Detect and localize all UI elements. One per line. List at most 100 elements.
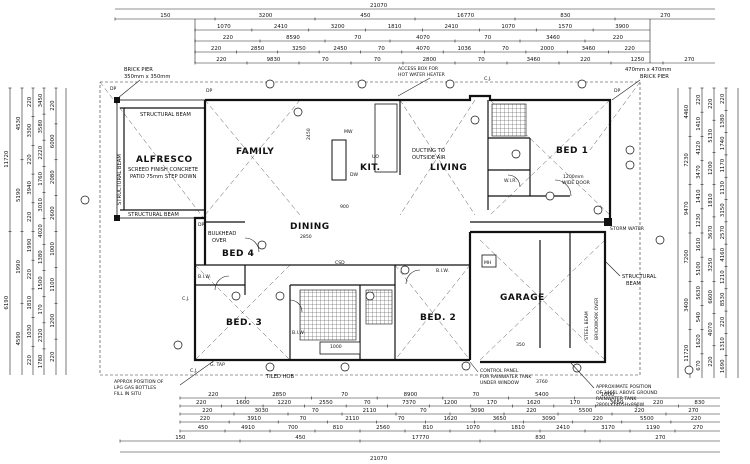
dimension-label: 450 — [360, 13, 371, 19]
tank-note-2: OF 3465L ABOVE GROUND — [596, 390, 658, 396]
dp-label-4: DP — [198, 222, 205, 228]
dimension-label: 220 — [200, 416, 211, 422]
living-note-2: OUTSIDE AIR — [412, 155, 446, 161]
dimension-label: 1170 — [720, 158, 726, 172]
tank-note-1: APPROXIMATE POSITION — [596, 384, 652, 390]
dimension-label: 220 — [720, 316, 726, 327]
dimension-label: 70 — [420, 408, 427, 414]
dimension-label: 9470 — [684, 201, 690, 215]
marker-15 — [400, 265, 410, 275]
dimension-label: 1380 — [38, 250, 44, 264]
dimension-label: 1210 — [720, 270, 726, 284]
dp-label-3: DP — [614, 88, 621, 94]
marker-17 — [365, 291, 375, 301]
brick-pier-left-label: BRICK PIER — [124, 67, 153, 73]
dimension-label: 2320 — [38, 328, 44, 342]
living-note-1: DUCTING TO — [412, 148, 445, 154]
alfresco-note-2: PATIO 75mm STEP DOWN — [130, 174, 196, 180]
dimension-label: 220 — [27, 96, 33, 107]
dimension-label: 3200 — [259, 13, 273, 19]
dimension-label: 3650 — [610, 400, 624, 406]
dimension-label: 830 — [560, 13, 571, 19]
cj-label-top: C.J. — [484, 76, 491, 82]
marker-18 — [275, 291, 285, 301]
room-living: LIVING — [430, 163, 467, 173]
dimension-label: 2410 — [445, 24, 459, 30]
ensuite-tiles — [491, 103, 527, 137]
dimension-label: 1070 — [466, 425, 480, 431]
dimension-label: 70 — [322, 57, 329, 63]
dimension-label: 1310 — [720, 337, 726, 351]
dimension-label: 220 — [653, 400, 664, 406]
marker-8 — [625, 145, 635, 155]
room-dining: DINING — [290, 222, 330, 232]
dimension-label: 1100 — [50, 277, 56, 291]
csd-label: CSD — [335, 260, 345, 266]
dimension-label: 4070 — [708, 322, 714, 336]
dimension-label: 3250 — [292, 46, 306, 52]
wide-door-2: WIDE DOOR — [562, 180, 591, 186]
marker-21 — [340, 362, 350, 372]
dimension-label: 1780 — [38, 354, 44, 368]
lpg-note-1: APPROX POSITION OF — [114, 379, 164, 385]
dimension-label: 150 — [160, 13, 171, 19]
wir-label: W.I.R. — [504, 178, 517, 184]
dimension-label: 2570 — [720, 225, 726, 239]
dimension-label: 3940 — [27, 181, 33, 195]
dimension-label: 1760 — [38, 171, 44, 185]
dimension-label: 220 — [634, 408, 645, 414]
dimension-label: 1000 — [601, 392, 615, 398]
dimension-label: 3910 — [247, 416, 261, 422]
dimension-label: 1990 — [27, 238, 33, 252]
dimension-label: 830 — [694, 400, 705, 406]
dimension-label: 540 — [696, 312, 702, 323]
dp-label-2: DP — [206, 88, 213, 94]
marker-4 — [577, 79, 587, 89]
dimension-label: 810 — [333, 425, 344, 431]
control-note-2: FOR RAINWATER TANK — [480, 374, 532, 380]
room-alfresco: ALFRESCO — [136, 155, 193, 165]
dimension-label: 170 — [570, 400, 581, 406]
dimension-label: 2800 — [423, 57, 437, 63]
dimension-label: 5500 — [579, 408, 593, 414]
dimension-label: 17770 — [412, 435, 430, 441]
dimension-label: 4070 — [416, 46, 430, 52]
dimension-label: 3250 — [708, 257, 714, 271]
dimension-label: 220 — [202, 408, 213, 414]
dimension-label: 1230 — [696, 213, 702, 227]
dimension-label: 70 — [378, 46, 385, 52]
dimension-label: 270 — [688, 408, 699, 414]
marker-3 — [445, 79, 455, 89]
dimension-label: 1070 — [501, 24, 515, 30]
dimension-label: 8530 — [720, 292, 726, 306]
dimension-label: 2110 — [363, 408, 377, 414]
dimension-label: 1036 — [458, 46, 472, 52]
dimension-label: 70 — [341, 392, 348, 398]
dimension-label: 220 — [27, 355, 33, 366]
dimension-label: 1810 — [388, 24, 402, 30]
marker-2 — [357, 79, 367, 89]
control-note-1: CONTROL PANEL — [480, 368, 519, 374]
dimension-label: 1620 — [444, 416, 458, 422]
dimension-label: 4020 — [38, 224, 44, 238]
bench-900-label: 900 — [340, 204, 349, 210]
dimension-label: 220 — [223, 35, 234, 41]
dimension-label: 1200 — [50, 313, 56, 327]
kitchen-bench — [374, 103, 398, 173]
dimension-label: 270 — [693, 425, 704, 431]
dimension-label: 670 — [696, 360, 702, 371]
dimension-label: 1000 — [50, 242, 56, 256]
marker-13 — [80, 195, 90, 205]
dimension-label: 1380 — [720, 114, 726, 128]
garage-3760-label: 3760 — [536, 379, 548, 385]
dimension-label: 16770 — [457, 13, 475, 19]
dimension-label: 220 — [27, 154, 33, 165]
brick-pier-left-top — [114, 97, 120, 103]
marker-9 — [625, 160, 635, 170]
roof-outline — [99, 81, 641, 376]
dimension-label: 1620 — [527, 400, 541, 406]
room-bed3: BED. 3 — [226, 318, 262, 328]
dimension-label: 2080 — [50, 170, 56, 184]
dimension-label: 6000 — [50, 134, 56, 148]
structural-beam-right-1: STRUCTURAL — [622, 274, 656, 280]
